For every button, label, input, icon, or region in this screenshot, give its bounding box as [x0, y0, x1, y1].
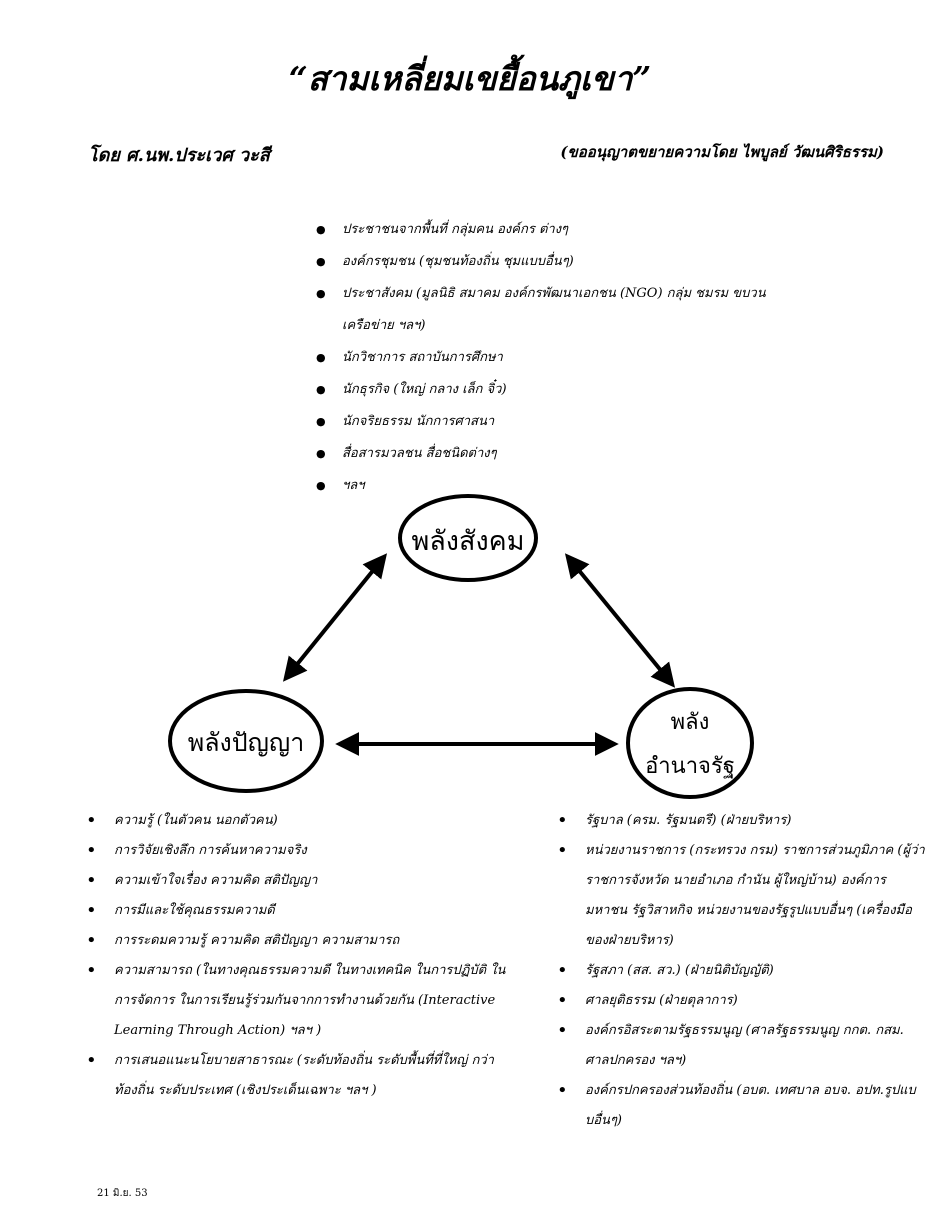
list-item: การมีและใช้คุณธรรมความดี: [84, 896, 514, 926]
list-item: ประชาสังคม (มูลนิธิ สมาคม องค์กรพัฒนาเอก…: [312, 278, 782, 342]
list-item: รัฐสภา (สส. สว.) (ฝ่ายนิติบัญญัติ): [555, 956, 925, 986]
list-item: นักวิชาการ สถาบันการศึกษา: [312, 342, 782, 374]
social-power-list: ประชาชนจากพื้นที่ กลุ่มคน องค์กร ต่างๆ อ…: [312, 214, 782, 502]
list-item: สื่อสารมวลชน สื่อชนิดต่างๆ: [312, 438, 782, 470]
state-power-node: [626, 687, 754, 799]
social-power-label: พลังสังคม: [411, 526, 525, 557]
list-item: การเสนอแนะนโยบายสาธารณะ (ระดับท้องถิ่น ร…: [84, 1046, 514, 1106]
list-item: องค์กรอิสระตามรัฐธรรมนูญ (ศาลรัฐธรรมนูญ …: [555, 1016, 925, 1076]
list-item: ความสามารถ (ในทางคุณธรรมความดี ในทางเทคน…: [84, 956, 514, 1046]
list-item: การระดมความรู้ ความคิด สติปัญญา ความสามา…: [84, 926, 514, 956]
list-item: ประชาชนจากพื้นที่ กลุ่มคน องค์กร ต่างๆ: [312, 214, 782, 246]
page-title: “สามเหลี่ยมเขยื้อนภูเขา”: [288, 59, 652, 98]
list-item: นักจริยธรรม นักการศาสนา: [312, 406, 782, 438]
list-item: หน่วยงานราชการ (กระทรวง กรม) ราชการส่วนภ…: [555, 836, 925, 956]
list-item: องค์กรชุมชน (ชุมชนท้องถิ่น ชุมแบบอื่นๆ): [312, 246, 782, 278]
list-item: ฯลฯ: [312, 470, 782, 502]
state-power-label-line2: อำนาจรัฐ: [645, 754, 735, 779]
list-item: ศาลยุติธรรม (ฝ่ายตุลาการ): [555, 986, 925, 1016]
list-item: ความรู้ (ในตัวคน นอกตัวคน): [84, 806, 514, 836]
list-item: ความเข้าใจเรื่อง ความคิด สติปัญญา: [84, 866, 514, 896]
list-item: รัฐบาล (ครม. รัฐมนตรี) (ฝ่ายบริหาร): [555, 806, 925, 836]
list-item: องค์กรปกครองส่วนท้องถิ่น (อบต. เทศบาล อบ…: [555, 1076, 925, 1136]
author: โดย ศ.นพ.ประเวศ วะสี: [88, 145, 270, 166]
wisdom-power-label: พลังปัญญา: [187, 728, 305, 757]
list-item: นักธุรกิจ (ใหญ่ กลาง เล็ก จิ๋ว): [312, 374, 782, 406]
social-power-node: [398, 494, 538, 582]
wisdom-power-node: [168, 689, 324, 793]
footer-date: 21 มิ.ย. 53: [97, 1188, 148, 1199]
wisdom-power-list: ความรู้ (ในตัวคน นอกตัวคน) การวิจัยเชิงล…: [84, 806, 514, 1106]
state-power-label-line1: พลัง: [670, 710, 710, 735]
arrow-social-wisdom: [282, 553, 388, 682]
credit-note: (ขออนุญาตขยายความโดย ไพบูลย์ วัฒนศิริธรร…: [560, 143, 884, 161]
state-power-list: รัฐบาล (ครม. รัฐมนตรี) (ฝ่ายบริหาร) หน่ว…: [555, 806, 925, 1136]
arrow-social-state: [564, 553, 676, 688]
list-item: การวิจัยเชิงลึก การค้นหาความจริง: [84, 836, 514, 866]
